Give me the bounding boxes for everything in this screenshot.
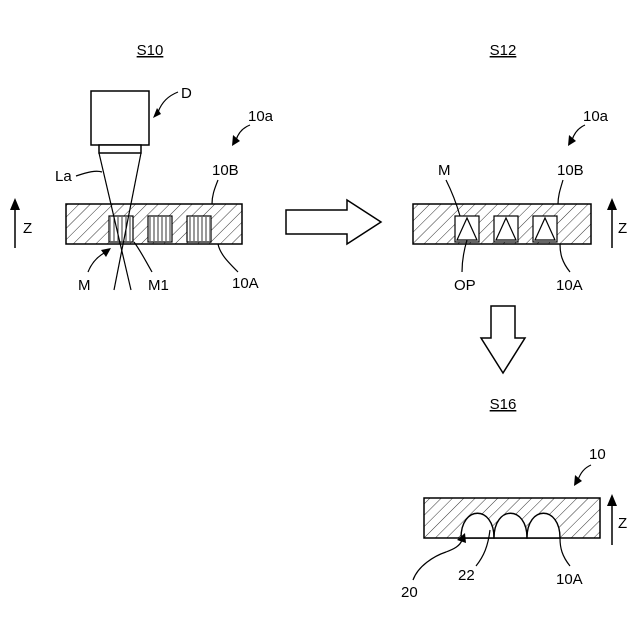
surface-bottom-leader-s12 [560, 244, 570, 272]
substrate-arrowhead-s16 [574, 475, 582, 486]
z-axis-arrowhead-s10 [10, 198, 20, 210]
z-axis-arrowhead-s16 [607, 494, 617, 506]
opening-leader [462, 240, 467, 272]
marker-arrowhead [101, 248, 111, 257]
surface-bottom-label-s16: 10A [556, 571, 583, 588]
surface-bottom-label: 10A [232, 275, 259, 292]
lens-array-label: 20 [401, 584, 418, 601]
marker-label: M [78, 277, 91, 294]
detector-label: D [181, 85, 192, 102]
substrate-arrowhead [232, 135, 240, 146]
substrate-leader-s12 [572, 125, 585, 140]
surface-bottom-leader-s16 [560, 538, 570, 566]
substrate-leader-s16 [578, 465, 591, 480]
beam-label: La [55, 168, 72, 185]
opening-label: OP [454, 277, 476, 294]
detector-body [91, 91, 149, 145]
surface-top-label-s12: 10B [557, 162, 584, 179]
detector-leader [158, 92, 178, 112]
z-axis-label-s16: Z [618, 515, 627, 532]
detector-arrowhead [153, 108, 161, 118]
substrate-label-s12: 10a [583, 108, 609, 125]
marker-fill-3 [188, 217, 210, 241]
substrate-leader [236, 125, 250, 140]
surface-top-label: 10B [212, 162, 239, 179]
beam-leader [76, 171, 102, 176]
panel-s16: S16 10 20 22 10A Z [401, 396, 627, 601]
surface-top-leader-s12 [558, 180, 563, 204]
step-label-s12: S12 [490, 42, 517, 59]
marker-leader [88, 252, 106, 272]
surface-bottom-leader [218, 244, 238, 272]
lens-array-leader [413, 540, 462, 580]
z-axis-label-s12: Z [618, 220, 627, 237]
panel-s10: S10 D La 10a 10B 10A M M1 [10, 42, 274, 294]
marker-fill-2 [149, 217, 171, 241]
surface-top-leader [212, 180, 218, 204]
detector-lens [99, 145, 141, 153]
marker-fill-1 [110, 217, 132, 241]
process-arrow-down [481, 306, 525, 373]
marker-part-leader [134, 242, 152, 272]
step-label-s16: S16 [490, 396, 517, 413]
substrate-label-s16: 10 [589, 446, 606, 463]
lens-label: 22 [458, 567, 475, 584]
substrate-label: 10a [248, 108, 274, 125]
panel-s12: S12 10a M 10B OP 10A Z [413, 42, 627, 294]
marker-part-label: M1 [148, 277, 169, 294]
marker-label-s12: M [438, 162, 451, 179]
z-axis-label-s10: Z [23, 220, 32, 237]
substrate-arrowhead-s12 [568, 135, 576, 146]
process-arrow-right [286, 200, 381, 244]
z-axis-arrowhead-s12 [607, 198, 617, 210]
step-label-s10: S10 [137, 42, 164, 59]
surface-bottom-label-s12: 10A [556, 277, 583, 294]
